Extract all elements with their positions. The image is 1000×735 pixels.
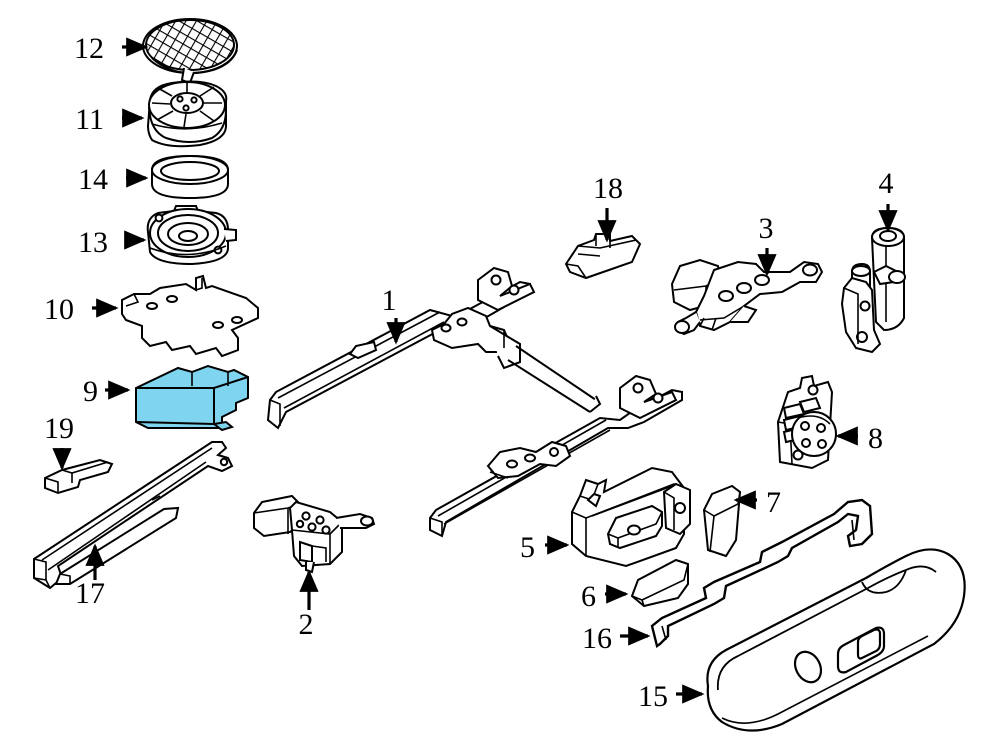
part-2-adjuster-motor: [253, 494, 376, 574]
callout-label-11: 11: [75, 103, 104, 136]
part-3-recliner-motor: [670, 258, 824, 336]
callout-label-6: 6: [581, 580, 596, 613]
part-13-blower-housing: [146, 205, 237, 266]
part-9-seat-control-module: [135, 364, 249, 432]
callout-label-12: 12: [74, 32, 104, 65]
callout-label-14: 14: [78, 163, 108, 196]
part-12-blower-grille: [142, 18, 238, 85]
callout-label-2: 2: [299, 608, 314, 641]
callout-label-18: 18: [593, 172, 623, 205]
part-11-blower-fan: [146, 80, 228, 148]
callout-label-1: 1: [382, 284, 397, 317]
callout-label-8: 8: [868, 422, 883, 455]
callout-label-15: 15: [638, 680, 668, 713]
callout-label-4: 4: [879, 167, 894, 200]
callout-label-17: 17: [75, 577, 105, 610]
part-19-track-clip: [44, 458, 114, 495]
part-8-switch-connector: [776, 374, 837, 470]
callout-label-10: 10: [44, 293, 74, 326]
callout-label-9: 9: [83, 375, 98, 408]
part-15-seat-side-trim: [706, 548, 966, 732]
part-4-lumbar-pump: [840, 226, 906, 354]
callout-label-13: 13: [78, 226, 108, 259]
part-1-seat-track-assembly: [266, 266, 683, 538]
part-5-switch-bezel: [571, 466, 691, 568]
callout-label-16: 16: [582, 622, 612, 655]
callout-label-7: 7: [766, 486, 781, 519]
callout-label-19: 19: [44, 412, 74, 445]
callout-labels: 12 11 14 13 10 9 19 17 1 2 18 3 4 8 5 7 …: [44, 32, 894, 713]
part-10-mounting-bracket: [121, 274, 259, 358]
part-16-wire-clip: [650, 498, 874, 648]
part-18-track-cover: [564, 233, 642, 280]
callout-arrows: [52, 37, 898, 704]
callout-label-3: 3: [759, 212, 774, 245]
callout-label-5: 5: [520, 531, 535, 564]
part-14-seal-ring: [151, 154, 229, 200]
part-6-slide-knob: [630, 558, 689, 608]
